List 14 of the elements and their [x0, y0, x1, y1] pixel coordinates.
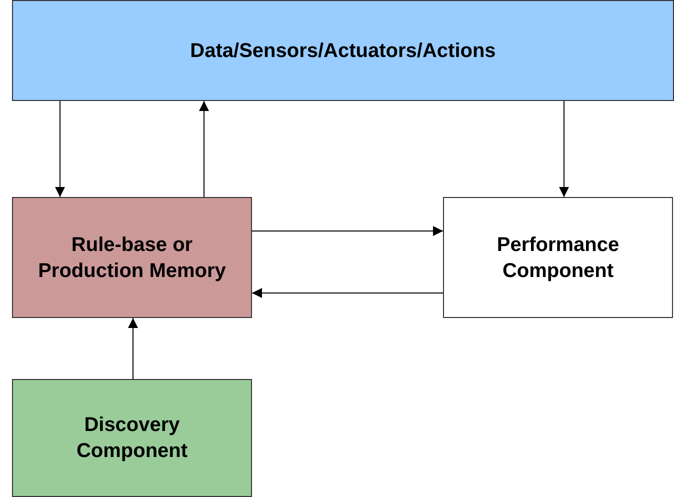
box-label: Performance Component	[496, 232, 620, 284]
arrow	[55, 100, 65, 198]
arrow	[252, 226, 444, 236]
arrow	[199, 100, 209, 198]
box-label: Data/Sensors/Actuators/Actions	[190, 38, 496, 64]
arrow	[128, 318, 138, 380]
process-box	[12, 0, 674, 101]
arrow	[252, 288, 444, 298]
box-label: Discovery Component	[75, 413, 189, 464]
box-label: Rule-base or Production Memory	[37, 232, 227, 284]
arrow	[559, 100, 569, 198]
process-box	[12, 379, 252, 497]
process-box	[443, 197, 673, 318]
process-box	[12, 197, 252, 318]
